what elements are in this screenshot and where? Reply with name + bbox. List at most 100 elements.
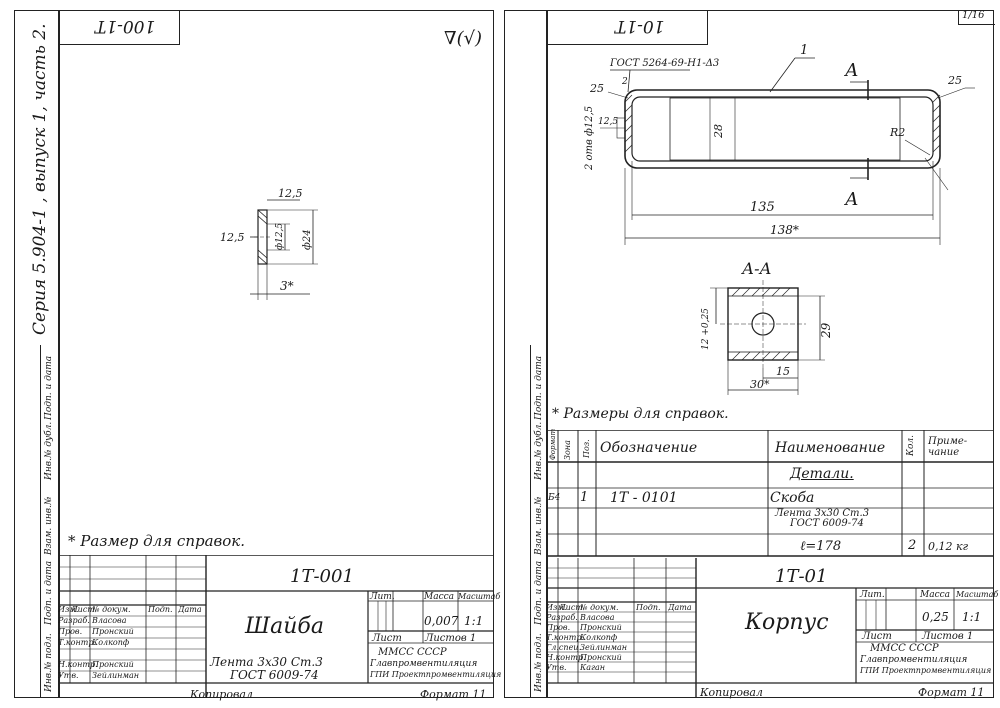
left-side-label-5: Подп. и дата [44, 355, 54, 420]
section-dim-30: 30* [750, 378, 770, 391]
right-copied-label: Копировал [700, 686, 763, 699]
right-reference-note: * Размеры для справок. [552, 406, 729, 422]
right-top-stamp-box [547, 10, 708, 45]
left-drawing-code: 1Т-001 [290, 566, 354, 587]
right-format-label: Формат 11 [918, 686, 985, 699]
right-sheet-label: Лист [862, 631, 892, 642]
washer-dim-inner-left: 12,5 [220, 231, 245, 244]
right-drawing-code: 1Т-01 [775, 566, 828, 587]
spec-row-designation: 1Т - 0101 [610, 490, 678, 506]
dim-small-2: 2 [621, 77, 628, 87]
right-mass-header: Масса [920, 590, 951, 600]
spec-table-grid [546, 430, 994, 557]
left-binding-line [40, 345, 42, 698]
dim-corner-left: 25 [589, 82, 604, 95]
left-sheet-label: Лист [372, 633, 402, 644]
right-sheet-no-box [958, 10, 995, 25]
right-org-3: ГПИ Проектпромвентиляция [860, 666, 992, 675]
left-sheets-label: Листов 1 [425, 633, 477, 644]
dim-corner-right: 25 [947, 74, 962, 87]
section-aa-title: А-А [741, 259, 772, 278]
washer-dim-width: 3* [280, 279, 294, 293]
right-sheet-number: 1/16 [962, 10, 985, 21]
dim-length-138: 138* [770, 223, 799, 237]
spec-header-zone: Зона [563, 440, 572, 460]
left-org-1: ММСС СССР [378, 647, 447, 658]
series-margin-text: Серия 5.904-1 , выпуск 1, часть 2. [30, 23, 50, 335]
left-material-line1: Лента 3х30 Ст.3 [210, 655, 323, 669]
left-top-stamp: 100-1T [95, 16, 156, 36]
left-scale-value: 1:1 [464, 614, 484, 628]
housing-drawing: ГОСТ 5264-69-Н1-Δ3 1 А А 25 25 2 2 отв ф… [584, 43, 975, 245]
spec-row-material1: Лента 3х30 Ст.3 [775, 508, 870, 519]
left-side-label-2: Подп. и дата [44, 560, 54, 625]
spec-header-format: Формат [549, 428, 557, 460]
left-org-3: ГПИ Проектпромвентиляция [370, 670, 502, 679]
left-margin-line [58, 10, 60, 698]
washer-dim-outer-dia: ф24 [302, 229, 313, 250]
right-top-stamp: 10-1T [615, 16, 665, 36]
left-part-name: Шайба [245, 614, 324, 639]
right-drawing-sheet [504, 10, 994, 698]
left-drawing-sheet [14, 10, 494, 698]
spec-header-qty: Кол. [906, 435, 916, 456]
left-title-block-grid [58, 555, 494, 698]
spec-row-pos: 1 [580, 490, 589, 505]
right-org-1: ММСС СССР [870, 643, 939, 654]
spec-section-title: Детали. [790, 466, 854, 482]
right-org-2: Главпромвентиляция [860, 655, 968, 665]
left-org-2: Главпромвентиляция [370, 659, 478, 669]
dim-hole-square: 12,5 [598, 117, 618, 127]
weld-note: ГОСТ 5264-69-Н1-Δ3 [609, 58, 719, 69]
washer-drawing: 12,5 12,5 ф12,5 ф24 3* [220, 187, 318, 300]
dim-radius: R2 [889, 126, 905, 139]
spec-row-length: ℓ=178 [800, 539, 842, 554]
left-material-line2: ГОСТ 6009-74 [230, 668, 319, 682]
left-scale-header: Масштаб [458, 592, 501, 601]
right-side-label-5: Подп. и дата [534, 355, 544, 420]
right-scale-header: Масштаб [956, 590, 999, 599]
right-margin-line [546, 10, 548, 698]
section-dim-15: 15 [776, 365, 790, 378]
spec-row-material2: ГОСТ 6009-74 [790, 518, 864, 529]
right-side-label-3: Взам. инв.№ [534, 496, 544, 555]
left-side-label-1: Инв.№ подл. [44, 633, 54, 692]
right-side-label-2: Подп. и дата [534, 560, 544, 625]
left-side-label-3: Взам. инв.№ [44, 496, 54, 555]
washer-dim-thickness: 12,5 [278, 187, 303, 200]
spec-row-note: 0,12 кг [928, 540, 969, 553]
left-copied-label: Копировал [190, 688, 253, 701]
spec-header-designation: Обозначение [600, 440, 698, 456]
left-side-label-4: Инв.№ дубл. [44, 421, 54, 480]
spec-row-format: Б4 [548, 493, 561, 503]
right-sheets-label: Листов 1 [922, 631, 974, 642]
spec-row-name: Скоба [770, 490, 815, 506]
section-mark-bottom: А [843, 189, 859, 210]
right-title-block-grid [546, 558, 994, 698]
section-dim-height: 29 [819, 322, 833, 339]
spec-row-qty: 2 [908, 538, 917, 553]
left-mass-header: Масса [424, 592, 455, 602]
section-mark-top: А [843, 60, 859, 81]
right-binding-line [530, 345, 532, 698]
left-lit-header: Лит. [370, 592, 395, 602]
leader-1-label: 1 [800, 43, 808, 58]
right-part-name: Корпус [745, 610, 829, 635]
right-side-label-1: Инв.№ подл. [534, 633, 544, 692]
washer-dim-inner-dia: ф12,5 [275, 223, 285, 250]
spec-header-pos: Поз. [582, 439, 591, 458]
left-reference-note: * Размер для справок. [68, 532, 246, 550]
left-roughness-mark: ∇(√) [444, 28, 483, 49]
left-format-label: Формат 11 [420, 688, 487, 701]
right-mass-value: 0,25 [922, 610, 949, 624]
dim-holes: 2 отв ф12,5 [584, 106, 595, 171]
spec-header-name: Наименование [775, 440, 886, 456]
section-aa-drawing: А-А 29 12 +0,25 15 30* [701, 259, 833, 395]
dim-height-28: 28 [712, 124, 725, 139]
right-side-label-4: Инв.№ дубл. [534, 421, 544, 480]
right-scale-value: 1:1 [962, 610, 982, 624]
spec-header-note: Приме-чание [928, 436, 968, 458]
right-lit-header: Лит. [860, 590, 885, 600]
dim-length-135: 135 [750, 200, 775, 215]
left-top-stamp-box [59, 10, 180, 45]
